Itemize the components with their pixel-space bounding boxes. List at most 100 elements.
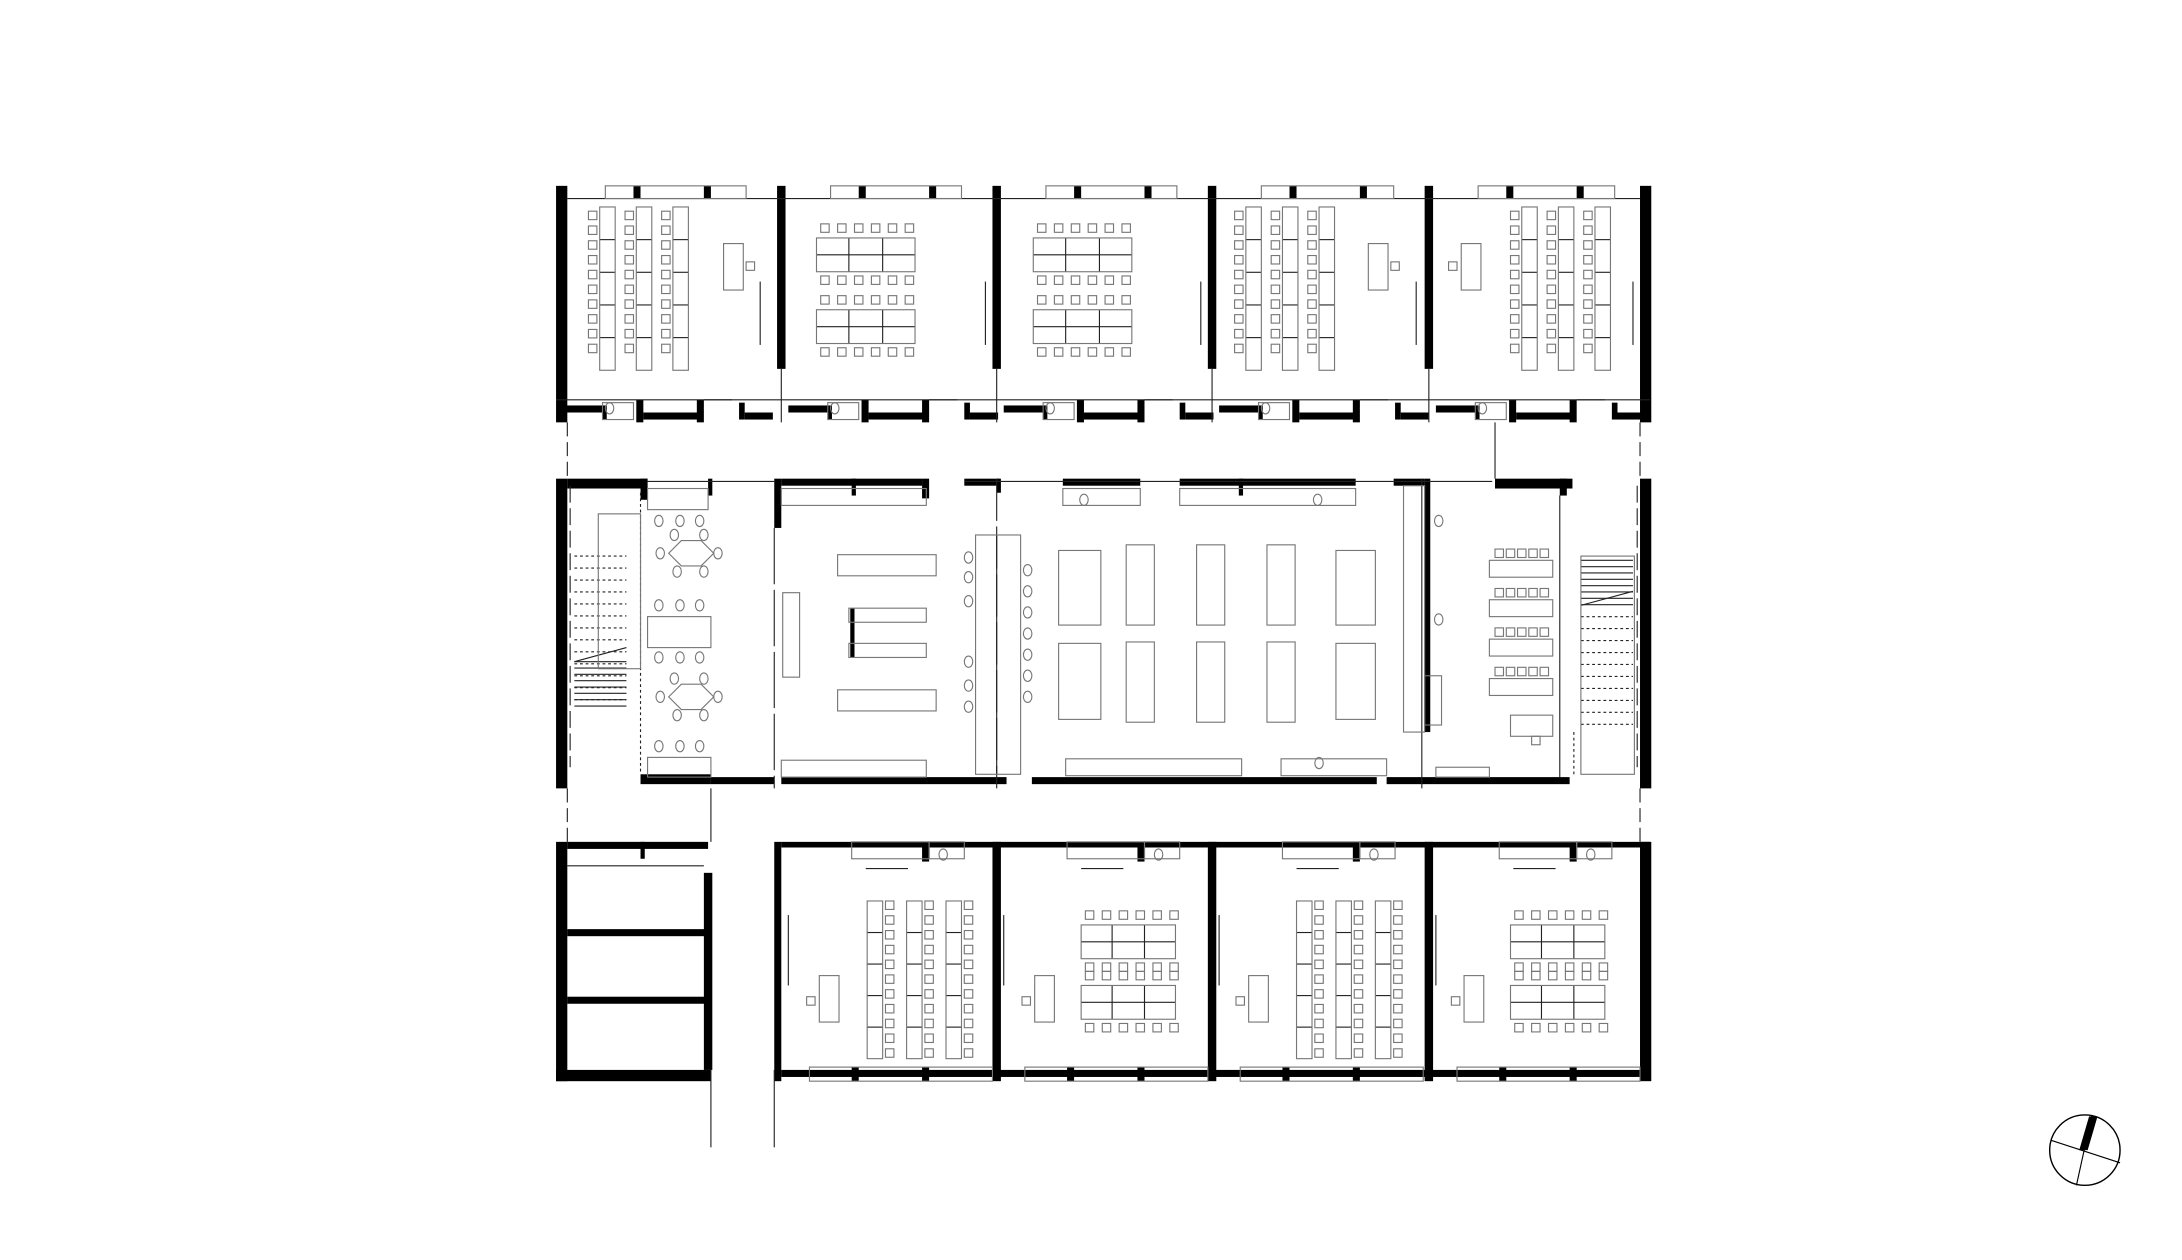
desk-row xyxy=(1281,206,1299,371)
wall xyxy=(1569,399,1577,423)
desk-row xyxy=(1318,206,1336,371)
wall xyxy=(996,1069,1213,1077)
stool xyxy=(963,571,974,584)
chair xyxy=(1494,666,1505,677)
chair xyxy=(887,275,898,285)
stair-rail xyxy=(597,513,642,670)
chair xyxy=(1514,910,1524,920)
chair xyxy=(884,1003,895,1014)
wall xyxy=(640,841,645,859)
chair xyxy=(1514,1022,1524,1033)
walls xyxy=(556,185,1652,1082)
teacher-desk xyxy=(723,243,744,291)
desk-row xyxy=(1245,206,1262,371)
lab-bench xyxy=(848,642,927,659)
wall xyxy=(1495,478,1573,489)
chair xyxy=(887,295,898,305)
desk xyxy=(1488,678,1554,697)
wall xyxy=(1359,185,1367,199)
chair xyxy=(1314,959,1324,970)
chair xyxy=(1583,299,1593,309)
chair xyxy=(1539,548,1550,559)
chair xyxy=(1531,735,1541,746)
chair xyxy=(1270,254,1281,265)
chair xyxy=(661,269,671,280)
wall xyxy=(1516,412,1573,420)
chair xyxy=(1104,347,1115,357)
chair xyxy=(1314,974,1324,984)
chair xyxy=(853,275,864,285)
wall xyxy=(996,841,1213,848)
sink xyxy=(604,402,615,415)
stool xyxy=(1153,848,1164,861)
chair xyxy=(1509,299,1520,309)
wall xyxy=(922,841,930,862)
wall xyxy=(1424,478,1431,733)
chair xyxy=(1450,996,1461,1006)
stool xyxy=(699,708,709,722)
desk-row xyxy=(635,206,653,371)
chair xyxy=(924,1033,934,1044)
chair xyxy=(1528,587,1538,598)
cabinet xyxy=(1424,675,1443,726)
wall xyxy=(1292,399,1300,423)
chair xyxy=(884,929,895,940)
chair xyxy=(1546,343,1557,354)
chair xyxy=(1053,223,1064,233)
wall xyxy=(1137,841,1145,862)
chair xyxy=(1152,910,1162,920)
stool xyxy=(1022,627,1033,640)
wall xyxy=(1559,478,1567,496)
chair xyxy=(963,959,974,970)
chair xyxy=(837,295,847,305)
chair xyxy=(1494,548,1505,559)
wall xyxy=(992,841,1001,1082)
stool xyxy=(654,739,664,753)
stool xyxy=(694,651,705,664)
chair xyxy=(963,929,974,940)
wall xyxy=(1282,1067,1290,1082)
window xyxy=(808,1066,994,1082)
chair xyxy=(1087,347,1098,357)
chair xyxy=(884,1018,895,1029)
meeting-table xyxy=(667,683,715,711)
chair xyxy=(1539,627,1550,637)
chair xyxy=(1353,915,1364,925)
chair xyxy=(904,347,915,357)
counter xyxy=(1280,758,1388,777)
chair xyxy=(820,223,830,233)
chair xyxy=(1547,962,1558,972)
cupboard xyxy=(1576,841,1613,860)
wall xyxy=(703,185,711,199)
chair xyxy=(1021,996,1032,1006)
thin-line xyxy=(1580,590,1634,606)
chair xyxy=(1514,962,1524,972)
lab-bench xyxy=(837,689,937,712)
wall xyxy=(1428,841,1650,848)
wall xyxy=(922,399,930,423)
chair xyxy=(1509,343,1520,354)
counter xyxy=(646,487,709,511)
stool xyxy=(1022,648,1033,661)
chair xyxy=(820,295,830,305)
wall xyxy=(1428,1069,1650,1077)
chair xyxy=(1353,1048,1364,1058)
wall xyxy=(1386,777,1422,785)
chair xyxy=(884,989,895,999)
wall xyxy=(781,841,997,848)
chair xyxy=(1053,347,1064,357)
wall xyxy=(1506,185,1514,199)
stool xyxy=(672,708,682,722)
stool xyxy=(713,690,723,704)
desk-group xyxy=(815,309,916,345)
chair xyxy=(1509,284,1520,295)
chair xyxy=(1084,1022,1095,1033)
wall xyxy=(929,185,937,199)
cupboard xyxy=(827,402,860,421)
chair xyxy=(1307,254,1317,265)
wall xyxy=(1640,841,1652,1082)
chair xyxy=(587,284,598,295)
stool xyxy=(1585,848,1596,861)
lab-bench xyxy=(848,607,927,623)
stool xyxy=(675,514,685,528)
